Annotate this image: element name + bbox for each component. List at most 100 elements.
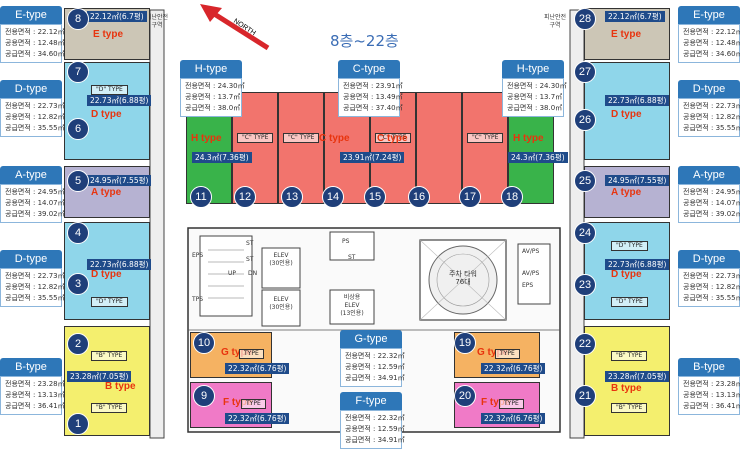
unit-number-badge: 6 <box>67 118 89 140</box>
card-row: 공용면적 : 12.48㎡ <box>5 39 65 47</box>
unit-number-badge: 26 <box>574 109 596 131</box>
area-label: 22.32㎡(6.76평) <box>225 363 290 374</box>
card-row: 공급면적 : 34.60㎡ <box>683 50 740 58</box>
type-label: B type <box>611 383 642 394</box>
card-row: 공용면적 : 12.82㎡ <box>683 283 740 291</box>
type-tag: "D" TYPE <box>611 297 648 307</box>
unit-d-right-top[interactable]: 22.73㎡(6.88평) D type <box>584 62 670 160</box>
type-tag: TYPE <box>495 349 520 359</box>
card-title: C-type <box>338 60 400 78</box>
unit-c-17[interactable]: "C" TYPE <box>462 92 508 204</box>
card-row: 전용면적 : 23.28㎡ <box>5 380 65 388</box>
area-label-h-right: 24.3㎡(7.36평) <box>508 152 568 163</box>
type-label: C type <box>377 133 408 144</box>
card-row: 공용면적 : 12.82㎡ <box>5 283 65 291</box>
card-row: 공용면적 : 12.59㎡ <box>345 425 405 433</box>
card-c: C-type 전용면적 : 23.91㎡ 공용면적 : 13.49㎡ 공급면적 : … <box>338 60 403 117</box>
card-row: 공급면적 : 38.0㎡ <box>507 104 563 112</box>
card-title: D-type <box>678 250 740 268</box>
unit-c-13[interactable]: "C" TYPE <box>278 92 324 204</box>
area-label: 22.73㎡(6.88평) <box>605 259 670 270</box>
unit-g-left[interactable]: G type TYPE 22.32㎡(6.76평) <box>190 332 290 378</box>
unit-number-badge: 28 <box>574 8 596 30</box>
type-label: G type <box>221 347 253 358</box>
up-label: UP <box>228 270 237 277</box>
area-label: 22.32㎡(6.76평) <box>225 413 290 424</box>
card-row: 공용면적 : 14.07㎡ <box>5 199 65 207</box>
card-row: 전용면적 : 23.91㎡ <box>343 82 403 90</box>
unit-number-badge: 8 <box>67 8 89 30</box>
unit-number-badge: 23 <box>574 274 596 296</box>
type-label: H type <box>191 133 222 144</box>
unit-number-badge: 15 <box>364 186 386 208</box>
type-label: H type <box>513 133 544 144</box>
unit-number-badge: 19 <box>454 332 476 354</box>
type-label: G type <box>477 347 509 358</box>
eps-label-right: EPS <box>522 282 534 289</box>
card-row: 전용면적 : 24.95㎡ <box>683 188 740 196</box>
area-label: 22.73㎡(6.88평) <box>605 95 670 106</box>
card-title: H-type <box>502 60 564 78</box>
card-row: 공용면적 : 12.82㎡ <box>5 113 65 121</box>
unit-c-16[interactable]: C type <box>377 92 462 204</box>
area-label: 22.32㎡(6.76평) <box>481 363 546 374</box>
card-title: E-type <box>0 6 62 24</box>
unit-number-badge: 5 <box>67 170 89 192</box>
elev-mid-label: ELEV(30인용) <box>269 296 293 311</box>
area-label-h-left: 24.3㎡(7.36평) <box>192 152 252 163</box>
type-label: E type <box>93 29 124 40</box>
area-label: 23.28㎡(7.05평) <box>67 371 132 382</box>
card-row: 공급면적 : 39.02㎡ <box>5 210 65 218</box>
ps-label: PS <box>342 238 350 245</box>
card-row: 공급면적 : 37.40㎡ <box>343 104 403 112</box>
unit-d-right-bottom[interactable]: "D" TYPE 22.73㎡(6.88평) D type "D" TYPE <box>584 222 670 320</box>
unit-b-right[interactable]: "B" TYPE 23.28㎡(7.05평) B type "B" TYPE <box>584 326 670 436</box>
card-row: 공급면적 : 36.41㎡ <box>683 402 740 410</box>
type-tag: TYPE <box>239 349 264 359</box>
unit-number-badge: 12 <box>234 186 256 208</box>
card-row: 전용면적 : 22.32㎡ <box>345 414 405 422</box>
unit-number-badge: 1 <box>67 413 89 435</box>
unit-number-badge: 14 <box>322 186 344 208</box>
card-row: 공용면적 : 13.49㎡ <box>343 93 403 101</box>
unit-number-badge: 13 <box>281 186 303 208</box>
type-tag: "B" TYPE <box>611 403 648 413</box>
card-row: 공급면적 : 34.60㎡ <box>5 50 65 58</box>
card-row: 공급면적 : 35.55㎡ <box>683 124 740 132</box>
unit-number-badge: 27 <box>574 61 596 83</box>
unit-number-badge: 9 <box>193 385 215 407</box>
card-title: G-type <box>340 330 402 348</box>
unit-a-right[interactable]: 24.95㎡(7.55평) A type <box>584 166 670 218</box>
unit-e-left[interactable]: 22.12㎡(6.7평) E type <box>64 8 150 60</box>
unit-number-badge: 2 <box>67 333 89 355</box>
unit-number-badge: 21 <box>574 385 596 407</box>
unit-number-badge: 11 <box>190 186 212 208</box>
type-label: D type <box>611 109 642 120</box>
unit-number-badge: 20 <box>454 385 476 407</box>
card-title: B-type <box>0 358 62 376</box>
area-label: 24.95㎡(7.55평) <box>87 175 152 186</box>
unit-g-right[interactable]: G type TYPE 22.32㎡(6.76평) <box>454 332 546 378</box>
card-row: 공용면적 : 12.59㎡ <box>345 363 405 371</box>
unit-e-right[interactable]: 22.12㎡(6.7평) E type <box>584 8 670 60</box>
area-label-c: 23.91㎡(7.24평) <box>340 152 405 163</box>
card-row: 전용면적 : 24.30㎡ <box>185 82 245 90</box>
unit-number-badge: 4 <box>67 222 89 244</box>
type-label: C type <box>319 133 350 144</box>
card-row: 전용면적 : 22.12㎡ <box>683 28 740 36</box>
card-title: E-type <box>678 6 740 24</box>
unit-number-badge: 25 <box>574 170 596 192</box>
type-label: D type <box>91 109 122 120</box>
